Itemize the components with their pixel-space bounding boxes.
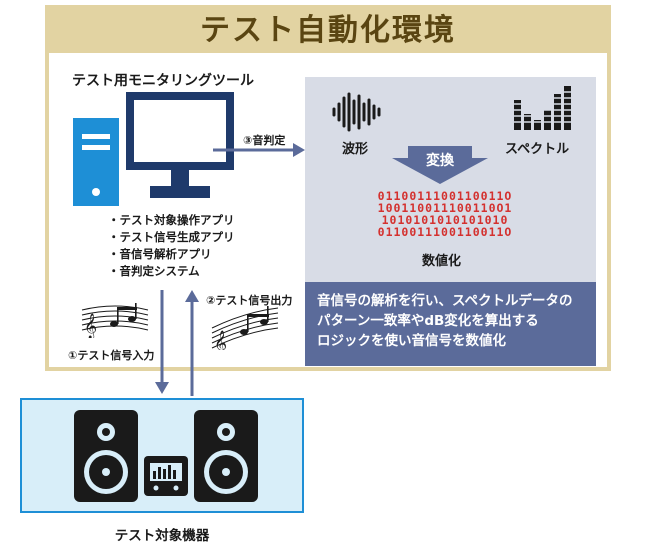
binary-row: 1010101010101010 [381,213,509,227]
description-line: 音信号の解析を行い、スペクトルデータの [317,293,573,309]
music-notes-icon: 𝄞 [81,303,149,338]
svg-text:𝄞: 𝄞 [214,330,227,350]
monitoring-tool-title: テスト用モニタリングツール [72,73,254,89]
binary-row: 0110011100110011O [377,189,513,203]
description-line: ロジックを使い音信号を数値化 [317,333,506,349]
app-item: ・音判定システム [108,264,200,278]
pc-icon [73,92,234,206]
title-bar [49,9,607,53]
convert-label: 変換 [426,153,454,169]
description-line: パターン一致率やdB変化を算出する [317,313,539,329]
speaker-system-icon [74,410,258,502]
spectrum-label: スペクトル [505,142,570,157]
waveform-label: 波形 [342,142,369,157]
spectrum-icon [512,86,574,130]
app-item: ・音信号解析アプリ [108,247,212,261]
svg-text:𝄞: 𝄞 [84,313,97,338]
judge-arrow-label: ③音判定 [243,134,286,147]
binary-row: 100110011100110O1 [377,201,513,215]
description-box [305,282,596,366]
convert-arrow [392,146,488,184]
app-item: ・テスト対象操作アプリ [108,213,235,227]
digitize-label: 数値化 [422,254,462,269]
device-label: テスト対象機器 [114,528,210,544]
music-notes-icon: 𝄞 [211,306,279,350]
binary-row: 0110011100110011O [377,225,513,239]
waveform-icon [332,92,381,132]
input-arrow-label: ①テスト信号入力 [68,349,155,362]
output-arrow-label: ②テスト信号出力 [206,294,293,307]
diagram-title: テスト自動化環境 [200,13,456,48]
app-item: ・テスト信号生成アプリ [108,230,235,244]
input-arrow [155,290,169,394]
output-arrow [185,290,199,396]
judge-arrow [213,143,305,157]
binary-data: 0110011100110011O 100110011100110O1 1010… [360,190,530,238]
